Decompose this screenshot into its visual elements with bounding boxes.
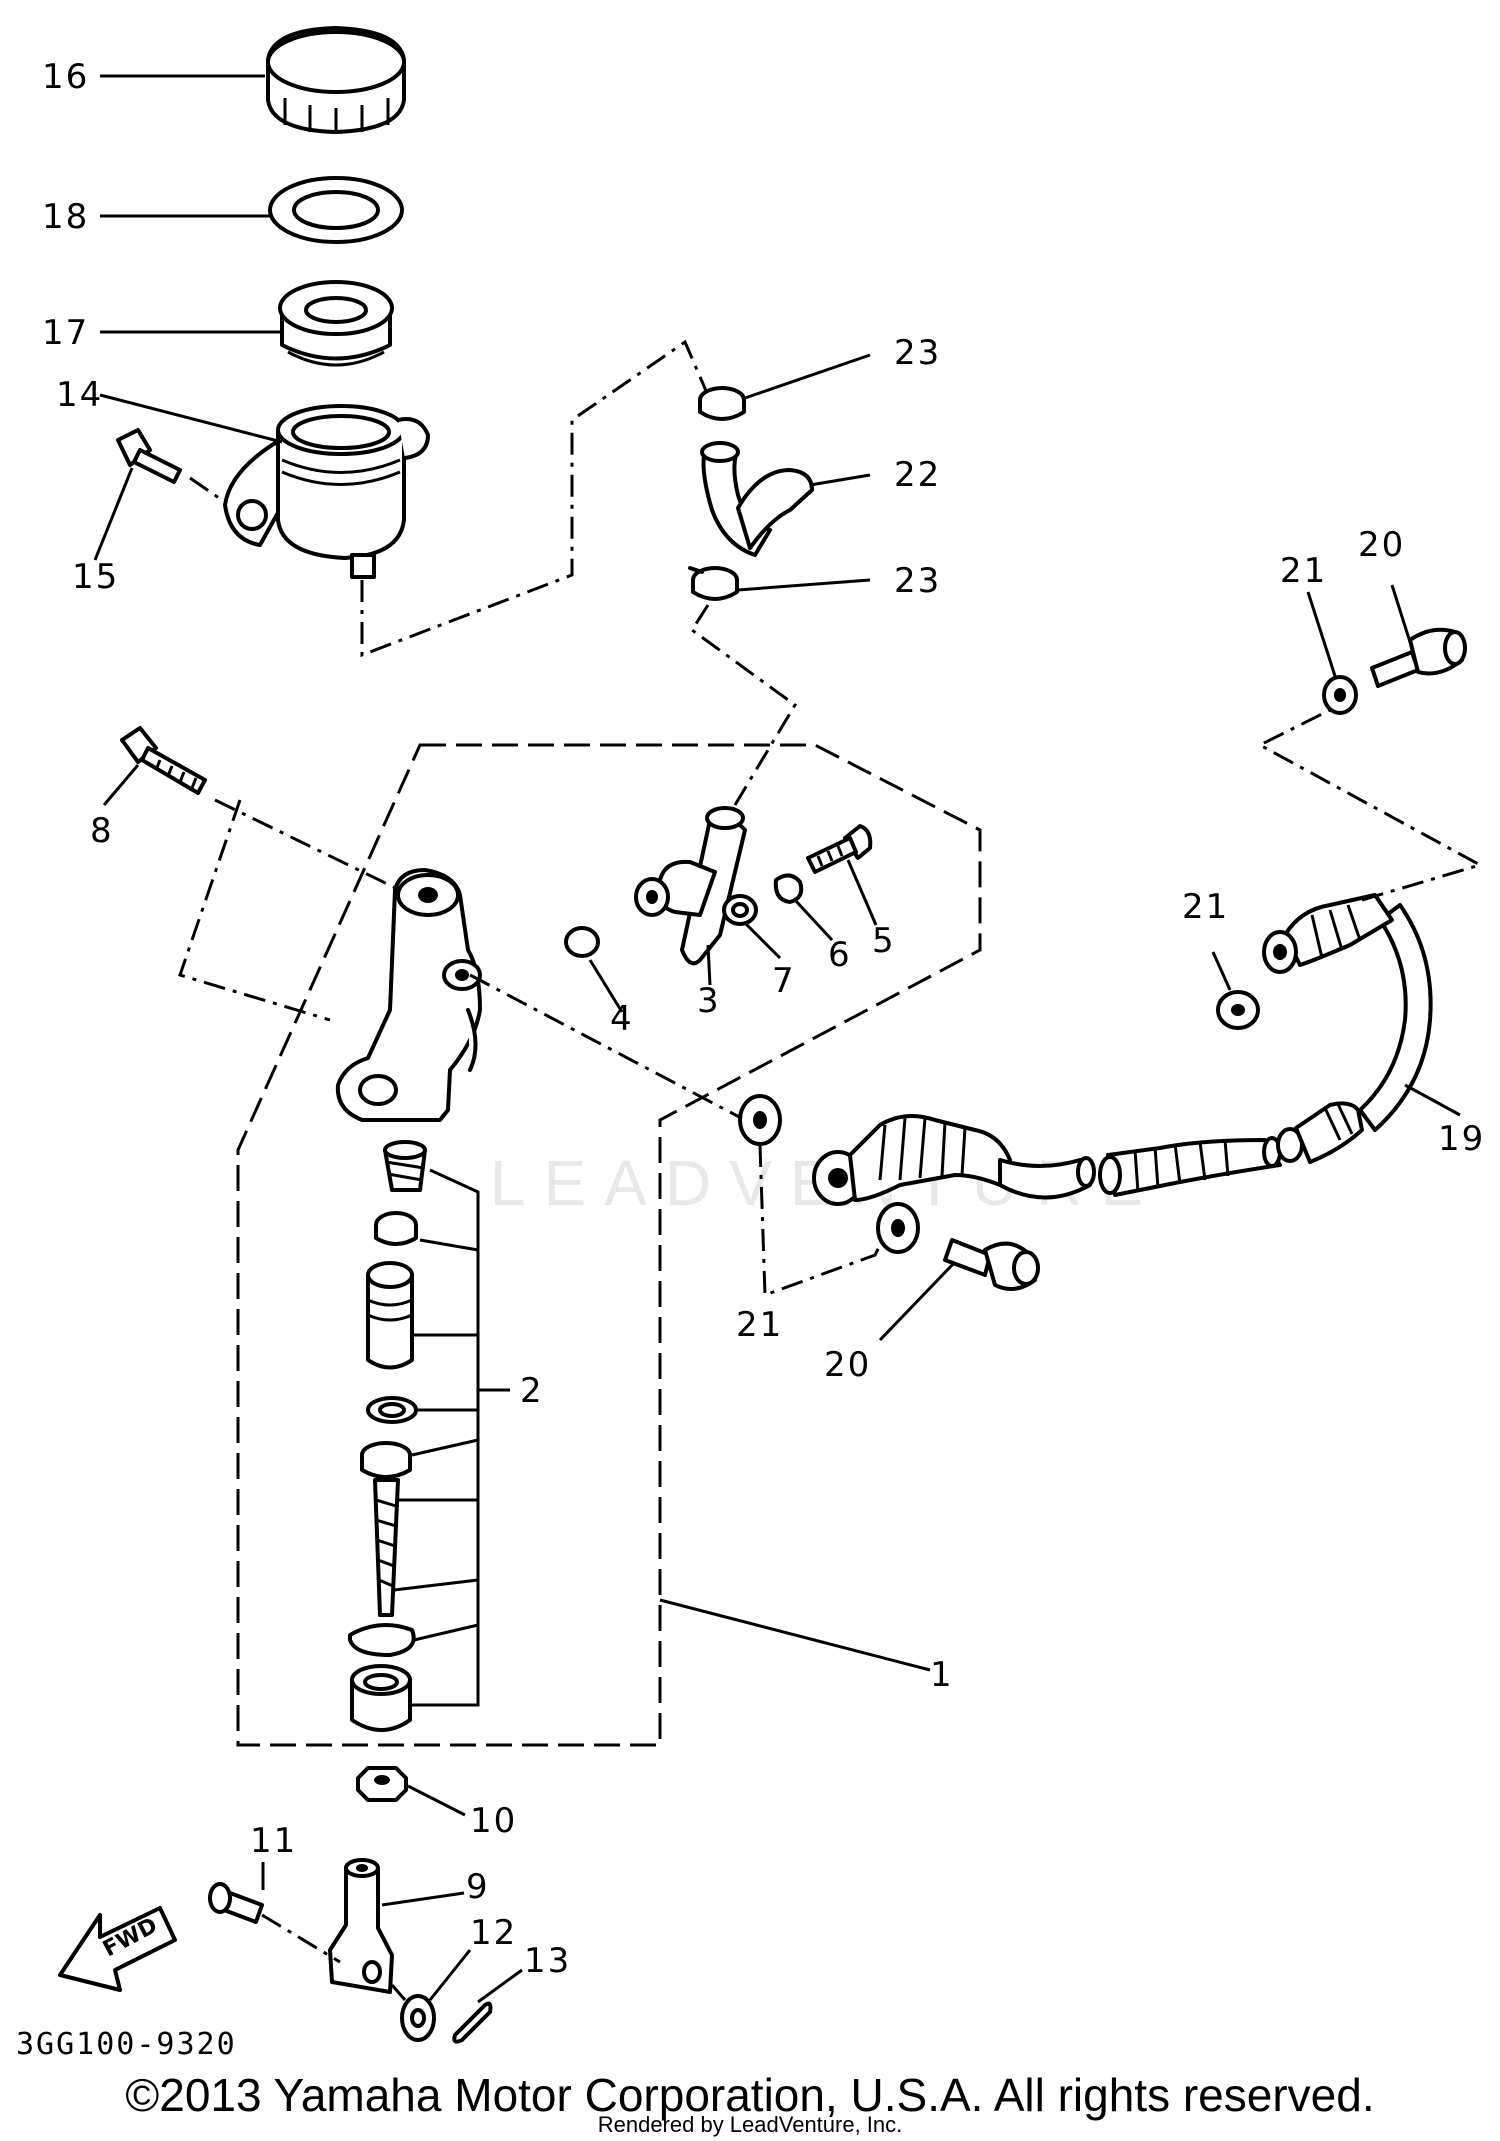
- part-11-pin: [208, 1882, 264, 1924]
- part-7-circlip: [722, 894, 758, 926]
- part-4-o-ring: [564, 926, 600, 958]
- callout-8: 8: [90, 811, 114, 851]
- part-9-clevis: [328, 1858, 394, 1994]
- callout-5: 5: [872, 921, 896, 961]
- callout-21-middle: 21: [1182, 887, 1229, 927]
- callout-7: 7: [772, 961, 796, 1001]
- callout-23-upper: 23: [894, 333, 941, 373]
- part-13-cotter-pin: [452, 2001, 493, 2044]
- callout-2: 2: [520, 1371, 544, 1411]
- part-12-washer: [400, 1994, 436, 2042]
- fwd-arrow: FWD: [58, 1906, 177, 1992]
- callout-10: 10: [470, 1801, 517, 1841]
- callout-12: 12: [470, 1913, 517, 1953]
- callout-18: 18: [42, 197, 89, 237]
- callout-11: 11: [250, 1821, 297, 1861]
- callout-19: 19: [1438, 1119, 1485, 1159]
- diagram-code: 3GG100-9320: [16, 2027, 237, 2062]
- part-8-bolt: [120, 726, 207, 795]
- part-15-bolt: [116, 428, 182, 484]
- part-22-reservoir-hose: [700, 441, 814, 557]
- callout-16: 16: [42, 57, 89, 97]
- callout-3: 3: [697, 981, 721, 1021]
- part-23-hose-clamp-upper: [698, 386, 746, 421]
- callout-6: 6: [828, 935, 852, 975]
- callout-22: 22: [894, 455, 941, 495]
- callout-4: 4: [610, 999, 634, 1039]
- part-3-hose-joint: [634, 806, 747, 966]
- callout-17: 17: [42, 313, 89, 353]
- part-23-hose-clamp-lower: [688, 566, 739, 601]
- part-20-union-bolt-lower: [943, 1238, 1040, 1291]
- callout-14: 14: [56, 375, 103, 415]
- part-2-piston-kit: [348, 1140, 427, 1732]
- copyright-text: ©2013 Yamaha Motor Corporation, U.S.A. A…: [125, 2069, 1375, 2121]
- callout-15: 15: [72, 557, 119, 597]
- part-14-reservoir: [223, 404, 430, 579]
- callout-1: 1: [930, 1655, 954, 1695]
- callout-21-lower: 21: [736, 1305, 783, 1345]
- rendered-by-text: Rendered by LeadVenture, Inc.: [597, 2112, 903, 2137]
- part-5-screw: [806, 824, 873, 874]
- callout-20-lower: 20: [824, 1345, 871, 1385]
- part-18-diaphragm: [268, 176, 404, 244]
- master-cylinder-body: [335, 868, 482, 1122]
- part-17-diaphragm-holder: [278, 280, 394, 367]
- master-cylinder-assembly-boundary: [236, 743, 982, 1747]
- callout-20-upper: 20: [1358, 525, 1405, 565]
- callout-23-lower: 23: [894, 561, 941, 601]
- part-21-washer-c: [1216, 990, 1260, 1030]
- callout-21-upper: 21: [1280, 551, 1327, 591]
- callout-9: 9: [466, 1867, 490, 1907]
- part-21-washer-a: [738, 1094, 782, 1146]
- part-21-washer-b: [876, 1202, 920, 1254]
- part-6-washer: [773, 873, 804, 904]
- part-21-washer-d: [1322, 675, 1358, 715]
- part-10-nut: [356, 1766, 408, 1802]
- part-20-union-bolt-upper: [1370, 627, 1467, 688]
- part-16-reservoir-cap: [266, 26, 406, 134]
- part-19-brake-hose: [812, 893, 1433, 1206]
- callout-13: 13: [524, 1941, 571, 1981]
